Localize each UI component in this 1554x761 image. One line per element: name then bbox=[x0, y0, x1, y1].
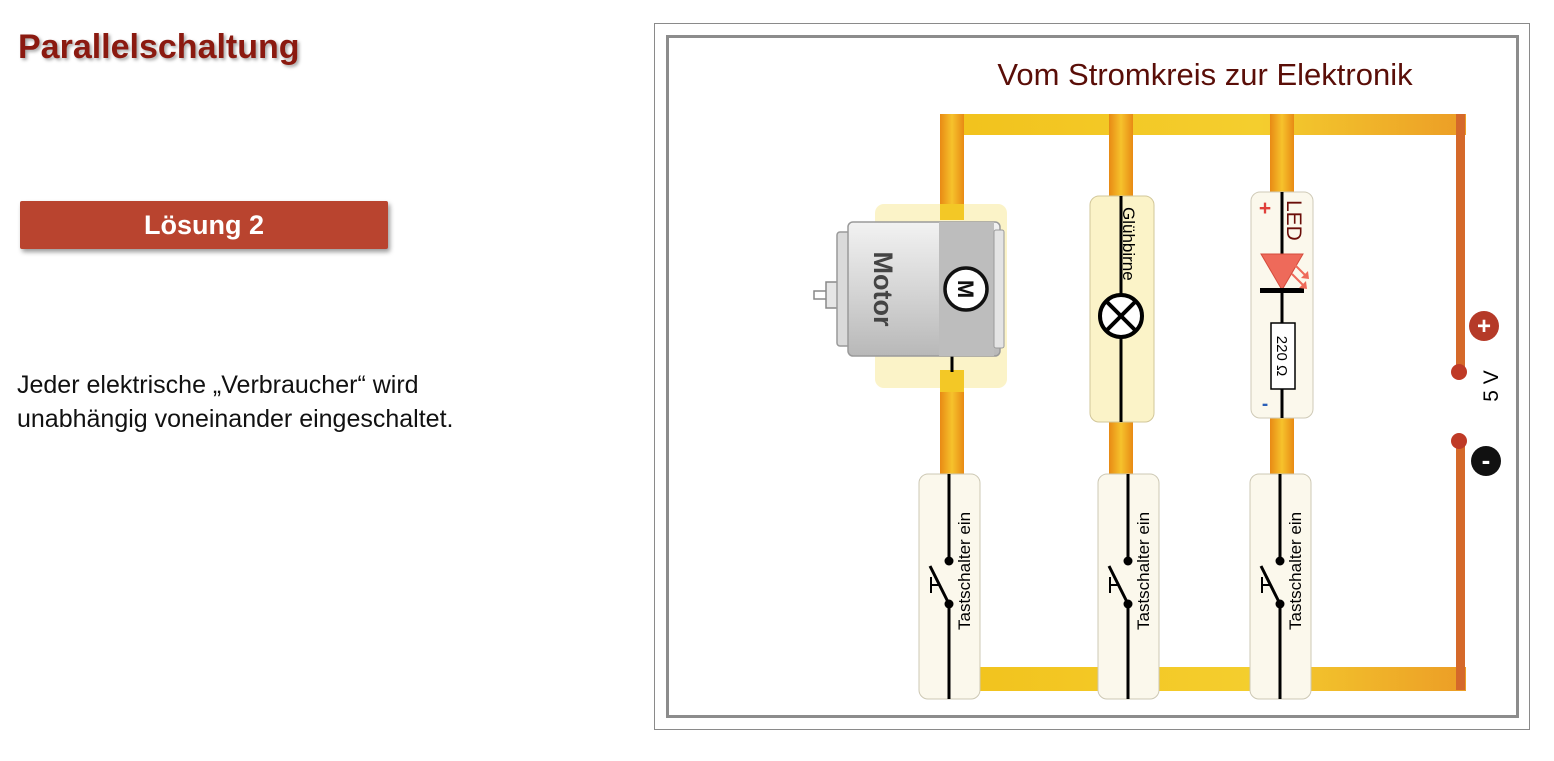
pushbutton-switch-icon bbox=[1259, 556, 1285, 609]
led-diode-icon bbox=[1260, 253, 1309, 293]
led-switch[interactable]: Tastschalter ein bbox=[1249, 473, 1312, 700]
page-title: Parallelschaltung bbox=[18, 28, 300, 66]
switch-label: Tastschalter ein bbox=[1286, 512, 1305, 630]
pushbutton-switch-icon bbox=[1107, 556, 1133, 609]
motor-wire-stub-top bbox=[940, 204, 964, 220]
pushbutton-switch-icon bbox=[928, 556, 954, 609]
source-minus-symbol: - bbox=[1482, 445, 1491, 475]
resistor-label: 220 Ω bbox=[1273, 336, 1290, 376]
bulb-component[interactable]: Glühbirne bbox=[1089, 195, 1155, 423]
led-label: LED bbox=[1282, 200, 1305, 241]
resistor-icon: 220 Ω bbox=[1270, 322, 1296, 390]
source-plus-terminal bbox=[1451, 364, 1467, 380]
source-minus-wire bbox=[1456, 442, 1465, 690]
motor-label: Motor bbox=[868, 252, 898, 327]
source-plus-wire bbox=[1456, 114, 1465, 370]
motor-wire-stub-bottom bbox=[940, 370, 964, 392]
diagram-heading: Vom Stromkreis zur Elektronik bbox=[997, 57, 1413, 92]
switch-label: Tastschalter ein bbox=[1134, 512, 1153, 630]
led-component[interactable]: + - LED 220 Ω bbox=[1250, 191, 1314, 419]
top-wire bbox=[944, 114, 1466, 135]
description-line-1: Jeder elektrische „Verbraucher“ wird bbox=[17, 371, 419, 399]
source-plus-symbol: + bbox=[1477, 313, 1491, 340]
bottom-wire bbox=[944, 667, 1466, 691]
source-minus-terminal bbox=[1451, 433, 1467, 449]
switch-label: Tastschalter ein bbox=[955, 512, 974, 630]
source-voltage-label: 5 V bbox=[1480, 370, 1503, 402]
motor-switch[interactable]: Tastschalter ein bbox=[918, 473, 981, 700]
description-line-2: unabhängig voneinander eingeschaltet. bbox=[17, 405, 454, 433]
led-minus-label: - bbox=[1262, 394, 1268, 415]
description: Jeder elektrische „Verbraucher“ wird una… bbox=[17, 368, 617, 436]
motor-component[interactable]: M Motor bbox=[813, 204, 1007, 392]
motor-symbol-letter: M bbox=[953, 280, 978, 298]
led-plus-label: + bbox=[1259, 197, 1271, 220]
bulb-symbol-icon bbox=[1098, 293, 1144, 339]
bulb-switch[interactable]: Tastschalter ein bbox=[1097, 473, 1160, 700]
motor-rear-cap bbox=[993, 229, 1005, 349]
bulb-label: Glühbirne bbox=[1119, 207, 1138, 281]
plus-badge-icon: + bbox=[1469, 311, 1499, 341]
motor-symbol-icon: M bbox=[943, 266, 989, 312]
minus-badge-icon: - bbox=[1471, 445, 1501, 476]
solution-2-button[interactable]: Lösung 2 bbox=[20, 201, 388, 249]
